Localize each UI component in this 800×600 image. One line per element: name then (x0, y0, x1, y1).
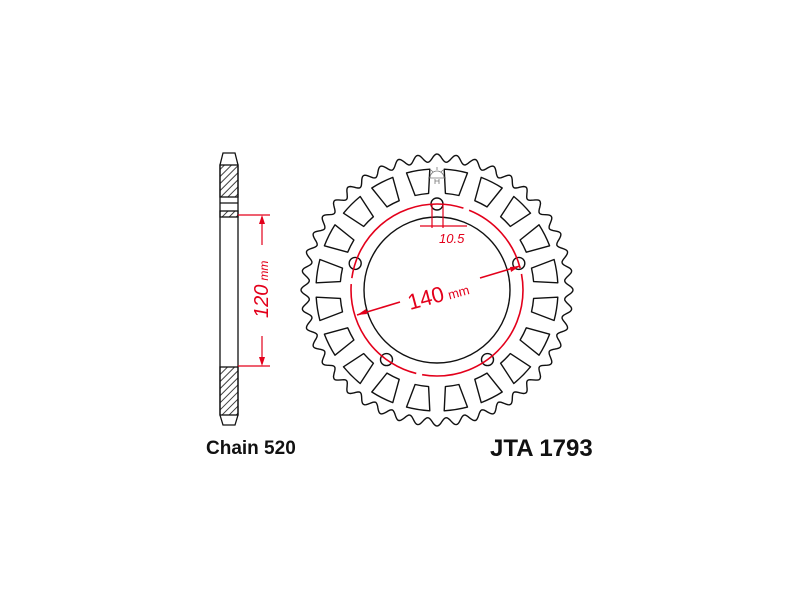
lightening-window (315, 296, 344, 322)
lightening-window (323, 327, 355, 356)
lightening-window (499, 352, 532, 385)
dimension-140-label: 140mm (405, 275, 472, 315)
lightening-window (519, 327, 551, 356)
sprocket-teeth (300, 153, 574, 427)
side-view (219, 152, 239, 426)
lightening-window (315, 258, 344, 284)
chain-size-label: Chain 520 (206, 438, 296, 459)
lightening-window (530, 296, 559, 322)
lightening-window (371, 372, 400, 404)
lightening-window (371, 176, 400, 208)
dimension-120-label: 120mm (251, 261, 273, 318)
lightening-window (474, 176, 503, 208)
lightening-window (342, 352, 375, 385)
dimension-10-5-label: 10.5 (439, 231, 465, 246)
lightening-window (530, 258, 559, 284)
center-bore (363, 216, 511, 364)
lightening-window (405, 168, 431, 197)
lightening-window (499, 195, 532, 228)
part-number-label: JTA 1793 (490, 435, 593, 462)
lightening-window (405, 383, 431, 412)
lightening-window (443, 383, 469, 412)
lightening-window (342, 195, 375, 228)
logo-icon (428, 167, 446, 184)
lightening-window (443, 168, 469, 197)
dimension-120 (238, 214, 270, 367)
lightening-window (323, 224, 355, 253)
lightening-window (474, 372, 503, 404)
lightening-window (519, 224, 551, 253)
dimension-140 (350, 203, 524, 377)
